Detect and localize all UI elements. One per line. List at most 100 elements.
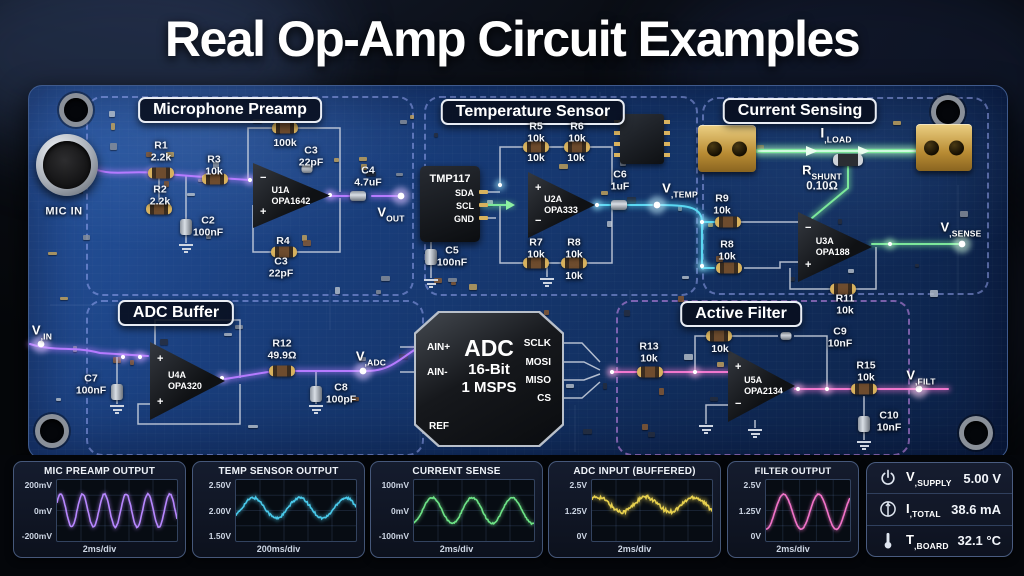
adc-pin-miso: MISO	[525, 375, 551, 386]
adc-pin-sclk: SCLK	[523, 338, 551, 349]
mic-label-r4: R4	[276, 234, 290, 247]
ground-symbol	[309, 405, 323, 414]
screw-terminal-left	[698, 125, 756, 172]
resistor-r12	[269, 365, 295, 377]
ground-symbol	[424, 279, 438, 288]
capacitor-c10	[858, 416, 870, 432]
thermometer-icon	[884, 532, 892, 549]
temp-label-r5-extra: 10k	[527, 151, 545, 164]
capacitor-c4	[350, 191, 366, 201]
status-row-vsupply: V,SUPPLY 5.00 V	[867, 463, 1012, 493]
section-label-mic-preamp: Microphone Preamp	[138, 97, 322, 123]
capacitor-c5	[425, 249, 437, 265]
net-label-vout: VOUT	[377, 204, 405, 224]
resistor-r2	[146, 203, 172, 215]
resistor-rf-100k	[272, 122, 298, 134]
adc-pin-mosi: MOSI	[525, 357, 551, 368]
ground-symbol	[110, 405, 124, 414]
resistor-r6	[564, 141, 590, 153]
tmp117-pin-sda: SDA	[454, 188, 474, 198]
itotal-value: 38.6 mA	[951, 501, 1001, 517]
vsupply-value: 5.00 V	[963, 470, 1001, 486]
tmp117-label: TMP117	[429, 173, 471, 185]
adc-pin-cs: CS	[537, 393, 551, 404]
fil-label-rtop: 10k	[711, 342, 729, 355]
net-label-iload: I,LOAD	[820, 124, 852, 145]
capacitor-c9	[780, 332, 792, 340]
ground-symbol	[540, 278, 554, 287]
tmp117-pin-scl: SCL	[456, 201, 474, 211]
waveform-mic-preamp	[57, 480, 177, 541]
resistor-r5	[523, 141, 549, 153]
waveform-temp-sensor	[236, 480, 356, 541]
power-icon	[881, 469, 895, 485]
waveform-filter-output	[766, 480, 850, 541]
adc-chip: ADC 16-Bit 1 MSPS AIN+ AIN- REF SCLK MOS…	[414, 311, 564, 447]
status-panel: V,SUPPLY 5.00 V I,TOTAL 38.6 mA T,BOARD …	[866, 462, 1013, 557]
ground-symbol	[179, 244, 193, 253]
adc-pin-ain-minus: AIN-	[427, 367, 448, 378]
resistor-r11	[830, 283, 856, 295]
resistor-r9	[715, 216, 741, 228]
adc-pin-ain-plus: AIN+	[427, 342, 451, 353]
mic-in-label: MIC IN	[45, 205, 83, 218]
status-row-itotal: I,TOTAL 38.6 mA	[867, 493, 1012, 524]
mounting-hole	[64, 98, 88, 122]
mounting-hole	[40, 419, 64, 443]
waveform-adc-input	[592, 480, 712, 541]
resistor-r4	[271, 246, 297, 258]
section-label-active-filter: Active Filter	[680, 301, 802, 327]
ground-symbol	[748, 429, 762, 438]
net-label-vin: V,IN	[31, 322, 53, 342]
section-label-temperature: Temperature Sensor	[440, 99, 626, 125]
temp-label-r8-extra: 10k	[565, 269, 583, 282]
adc-chip-title: ADC 16-Bit 1 MSPS	[461, 335, 517, 396]
microphone-component	[36, 134, 98, 196]
soic-chip-decorative	[614, 114, 670, 164]
resistor-r8-current	[716, 262, 742, 274]
net-label-vsense: V,SENSE	[940, 219, 982, 239]
status-row-tboard: T,BOARD 32.1 °C	[867, 524, 1012, 556]
capacitor-c7	[111, 384, 123, 400]
mic-label-100k: 100k	[273, 136, 297, 149]
capacitor-c8	[310, 386, 322, 402]
label-rshunt: RSHUNT 0.10Ω	[802, 162, 842, 193]
temp-label-r6-extra: 10k	[567, 151, 585, 164]
capacitor-c2	[180, 219, 192, 235]
microphone-mesh	[43, 141, 91, 189]
resistor-r3	[202, 173, 228, 185]
ground-symbol	[699, 425, 713, 434]
resistor-r13	[637, 366, 663, 378]
mounting-hole	[936, 100, 960, 124]
ground-symbol	[857, 441, 871, 450]
capacitor-c6	[611, 200, 627, 210]
adc-pin-ref: REF	[429, 421, 449, 432]
resistor-rtop-10k	[706, 330, 732, 342]
resistor-r8-temp	[561, 257, 587, 269]
section-label-adc-buffer: ADC Buffer	[117, 300, 235, 326]
